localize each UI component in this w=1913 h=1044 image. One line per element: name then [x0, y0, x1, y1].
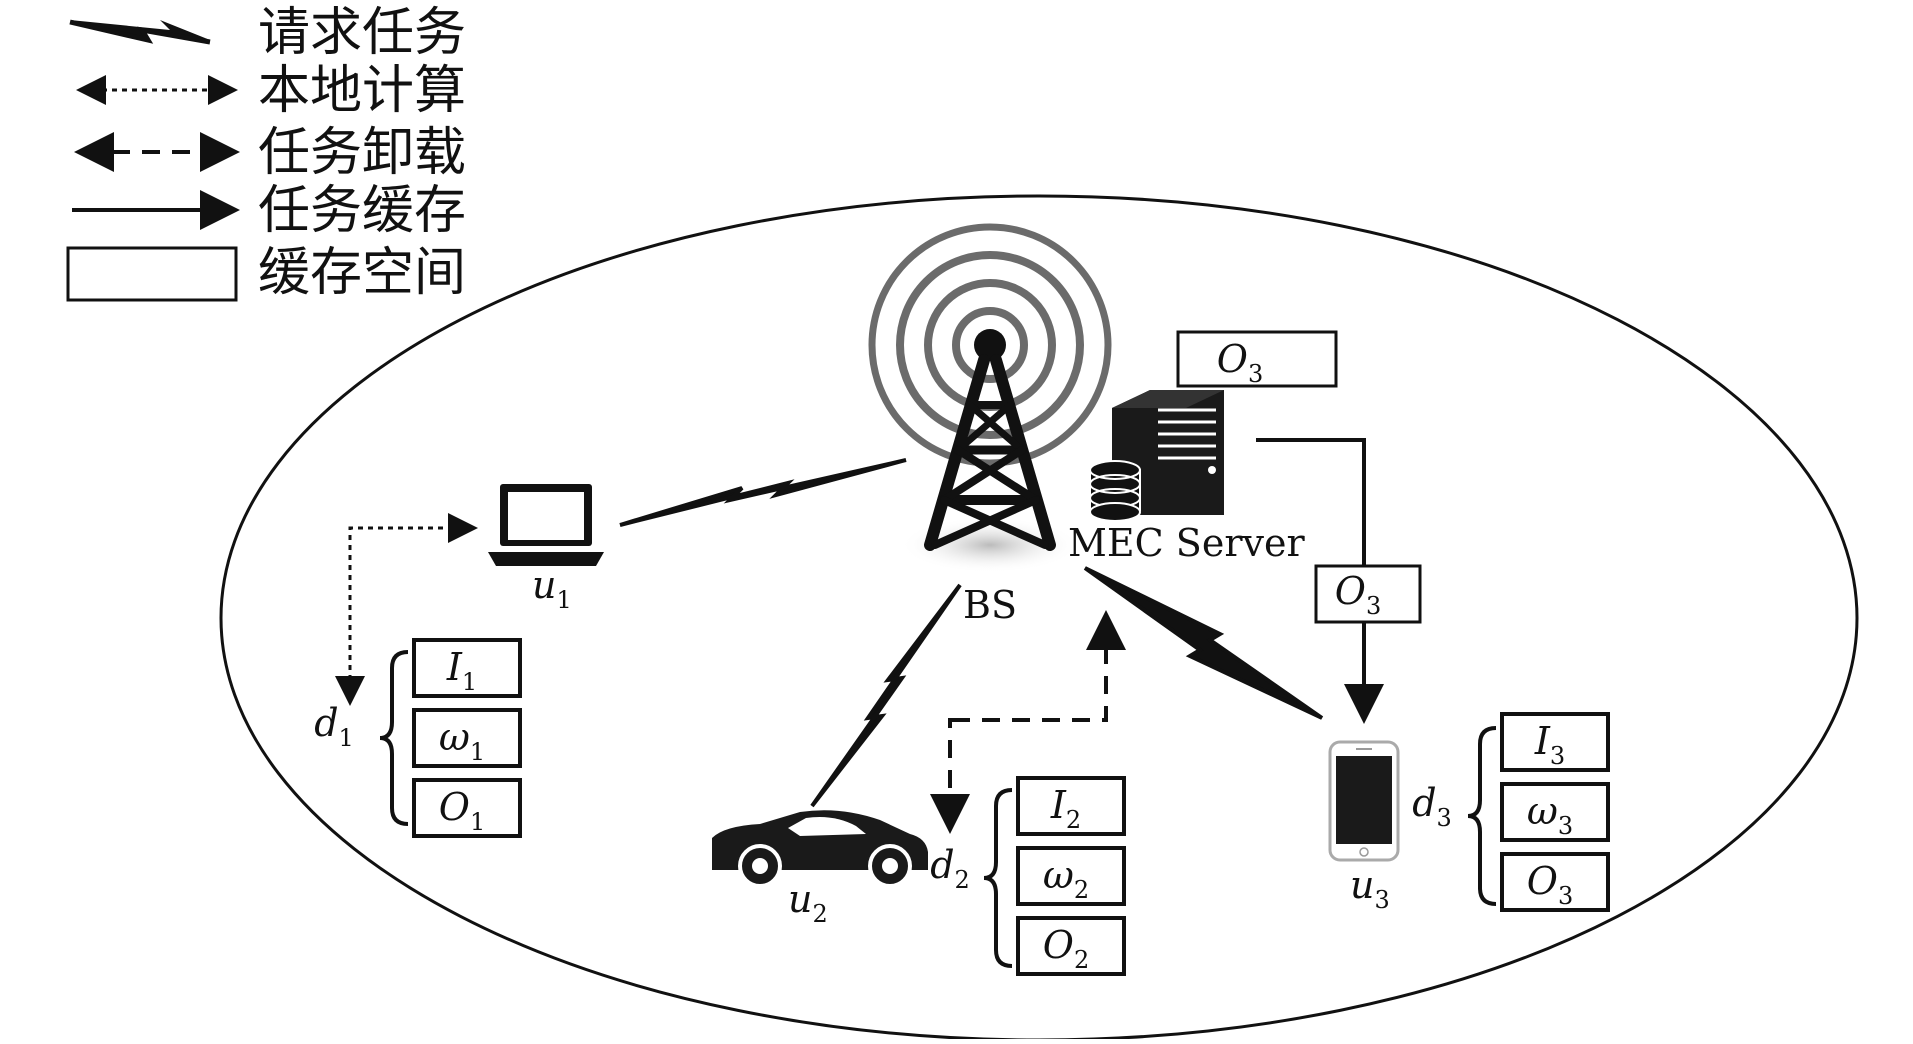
- transfer-base: O: [1335, 569, 1366, 613]
- brace-icon: [1467, 726, 1497, 906]
- d2-item-2-base: O: [1043, 923, 1074, 967]
- svg-text:ω1: ω1: [439, 715, 485, 766]
- svg-text:I3: I3: [1534, 719, 1565, 770]
- d2-item-2-sub: 2: [1074, 946, 1089, 974]
- transfer-sub: 3: [1366, 592, 1381, 620]
- d1-items: I1 ω1 O1: [412, 638, 522, 838]
- task-d3: d3 I3 ω3 O3: [1412, 712, 1610, 912]
- mec-label: MEC Server: [1068, 521, 1305, 565]
- legend-local-text: 本地计算: [258, 61, 466, 121]
- cache-transfer-path: O3: [1256, 438, 1422, 724]
- svg-text:O2: O2: [1043, 923, 1089, 974]
- tower-icon: [924, 329, 1056, 551]
- server-cache-box: O3: [1176, 330, 1338, 388]
- svg-text:d3: d3: [1412, 781, 1452, 832]
- d3-base: d: [1412, 781, 1436, 825]
- offload-path-u2: [930, 610, 1126, 834]
- svg-text:d2: d2: [930, 843, 970, 894]
- lightning-icon: [619, 458, 907, 527]
- d1-base: d: [314, 701, 338, 745]
- d2-item-0-base: I: [1050, 783, 1067, 827]
- d2-base: d: [930, 843, 954, 887]
- server-cache-base: O: [1217, 337, 1248, 381]
- svg-text:O3: O3: [1527, 859, 1573, 910]
- svg-text:d1: d1: [314, 701, 354, 752]
- d3-item-2-base: O: [1527, 859, 1558, 903]
- svg-text:u2: u2: [788, 877, 828, 928]
- legend-cache: 任务缓存: [72, 181, 466, 241]
- brace-icon: [983, 788, 1013, 968]
- d3-item-2-sub: 3: [1558, 882, 1573, 910]
- transfer-box: [1314, 564, 1422, 624]
- lightning-icon: [810, 583, 962, 808]
- bs-label: BS: [963, 583, 1017, 627]
- car-icon: [712, 810, 928, 888]
- svg-text:O3: O3: [1335, 569, 1381, 620]
- d3-item-1-sub: 3: [1558, 812, 1573, 840]
- u2-sub: 2: [812, 900, 827, 928]
- svg-text:ω2: ω2: [1043, 853, 1089, 904]
- svg-text:u3: u3: [1350, 863, 1390, 914]
- d1-item-0-base: I: [446, 645, 463, 689]
- request-link-u1: [619, 458, 907, 527]
- request-link-u2: [810, 583, 962, 808]
- base-station: BS: [868, 223, 1112, 627]
- legend-cache-space: 缓存空间: [66, 243, 466, 303]
- d1-item-2-sub: 1: [470, 808, 485, 836]
- legend-local: 本地计算: [76, 61, 466, 121]
- legend-cache-text: 任务缓存: [258, 181, 466, 241]
- brace-icon: [379, 650, 409, 826]
- local-compute-path-u1: [335, 513, 478, 706]
- smartphone-icon: [1328, 740, 1400, 862]
- legend-request: 请求任务: [69, 3, 466, 63]
- d1-sub: 1: [339, 724, 354, 752]
- coverage-ellipse: [219, 194, 1859, 1042]
- signal-waves-icon: [868, 223, 1112, 467]
- legend-cache-space-text: 缓存空间: [258, 243, 466, 303]
- svg-text:O1: O1: [439, 785, 485, 836]
- user-u1: u1: [488, 484, 604, 614]
- d3-item-0-base: I: [1534, 719, 1551, 763]
- u3-base: u: [1350, 863, 1374, 907]
- cache-space-box-icon: [66, 246, 238, 302]
- legend-offload: 任务卸载: [74, 123, 466, 183]
- d2-sub: 2: [955, 866, 970, 894]
- database-icon: [1089, 460, 1141, 522]
- d2-item-1-sub: 2: [1074, 876, 1089, 904]
- mec-server: MEC Server: [1068, 390, 1305, 565]
- request-link-u3: [1083, 566, 1324, 720]
- svg-text:u1: u1: [532, 563, 572, 614]
- d3-items: I3 ω3 O3: [1500, 712, 1610, 912]
- user-u2: u2: [712, 810, 928, 928]
- d2-items: I2 ω2 O2: [1016, 776, 1126, 976]
- svg-text:I1: I1: [446, 645, 477, 696]
- lightning-icon: [1083, 566, 1324, 720]
- svg-text:I2: I2: [1050, 783, 1081, 834]
- d3-item-0-sub: 3: [1550, 742, 1565, 770]
- legend-request-text: 请求任务: [258, 3, 466, 63]
- u1-sub: 1: [556, 586, 571, 614]
- u1-base: u: [532, 563, 556, 607]
- d1-item-0-sub: 1: [462, 668, 477, 696]
- d2-item-1-base: ω: [1043, 853, 1074, 897]
- d1-item-1-sub: 1: [470, 738, 485, 766]
- d3-item-1-base: ω: [1527, 789, 1558, 833]
- task-d2: d2 I2 ω2 O2: [930, 776, 1126, 976]
- legend-offload-text: 任务卸载: [258, 123, 466, 183]
- d1-item-1-base: ω: [439, 715, 470, 759]
- u3-sub: 3: [1374, 886, 1389, 914]
- d1-item-2-base: O: [439, 785, 470, 829]
- legend: 请求任务 本地计算 任务卸载 任务缓存 缓存空间: [66, 3, 466, 303]
- task-d1: d1 I1 ω1 O1: [314, 638, 522, 838]
- svg-text:O3: O3: [1217, 337, 1263, 388]
- svg-text:ω3: ω3: [1527, 789, 1573, 840]
- server-cache-sub: 3: [1248, 360, 1263, 388]
- d3-sub: 3: [1437, 804, 1452, 832]
- d2-item-0-sub: 2: [1066, 806, 1081, 834]
- laptop-icon: [488, 484, 604, 566]
- u2-base: u: [788, 877, 812, 921]
- user-u3: u3: [1328, 740, 1400, 914]
